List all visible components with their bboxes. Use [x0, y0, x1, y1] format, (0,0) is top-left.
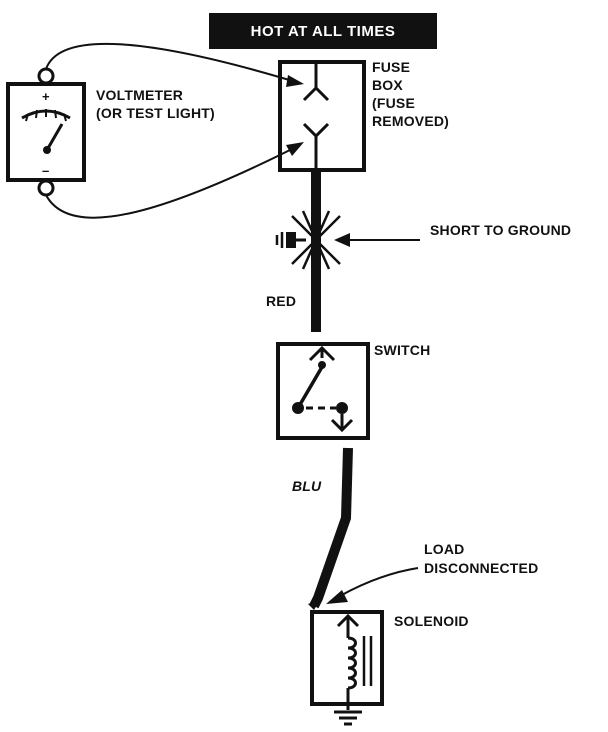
voltmeter-positive-terminal — [37, 67, 55, 85]
blu-wire — [309, 447, 353, 609]
load-label-line2: DISCONNECTED — [424, 560, 539, 576]
load-label-line1: LOAD — [424, 541, 465, 557]
solenoid-input-terminal — [336, 613, 360, 628]
short-spark — [291, 210, 341, 270]
fuse-terminal-upper — [302, 64, 330, 102]
ground-symbol-short — [275, 232, 306, 248]
voltmeter-minus-sign: – — [42, 163, 50, 178]
voltmeter-scale-ticks — [25, 109, 67, 122]
hot-at-all-times-banner: HOT AT ALL TIMES — [209, 13, 437, 49]
test-lead-negative-arrow — [286, 142, 304, 156]
voltmeter-negative-terminal — [37, 179, 55, 197]
wire-red-label: RED — [266, 293, 297, 309]
solenoid-coil — [347, 636, 357, 690]
test-lead-positive-arrow — [286, 75, 304, 87]
voltmeter-needle — [45, 123, 64, 151]
short-pointer-arrow — [334, 233, 350, 247]
blu-wire-end — [308, 600, 320, 610]
switch-pivot-contact — [292, 402, 304, 414]
voltmeter-label-line1: VOLTMETER — [96, 87, 184, 103]
fuse-box-label-line2: BOX — [372, 77, 403, 93]
fuse-terminal-lower — [302, 122, 330, 170]
short-to-ground-label: SHORT TO GROUND — [430, 222, 572, 238]
load-pointer-line — [339, 567, 419, 597]
fuse-box-label-line3: (FUSE — [372, 95, 415, 111]
load-pointer-arrow — [326, 590, 348, 604]
voltmeter-pivot — [43, 146, 51, 154]
voltmeter-label-line2: (OR TEST LIGHT) — [96, 105, 215, 121]
switch-label: SWITCH — [374, 342, 431, 358]
voltmeter-plus-sign: + — [42, 89, 50, 104]
test-lead-negative — [45, 147, 295, 219]
switch-box — [276, 342, 370, 440]
wire-blu-label: BLU — [292, 478, 322, 494]
switch-output-contact — [336, 402, 348, 414]
fuse-box-label-line4: REMOVED) — [372, 113, 450, 129]
solenoid-label: SOLENOID — [394, 613, 469, 629]
test-lead-positive — [45, 42, 297, 83]
fuse-box-label-line1: FUSE — [372, 59, 411, 75]
switch-output-terminal — [330, 418, 354, 433]
ground-symbol-solenoid — [334, 710, 362, 726]
switch-blade — [296, 366, 324, 409]
